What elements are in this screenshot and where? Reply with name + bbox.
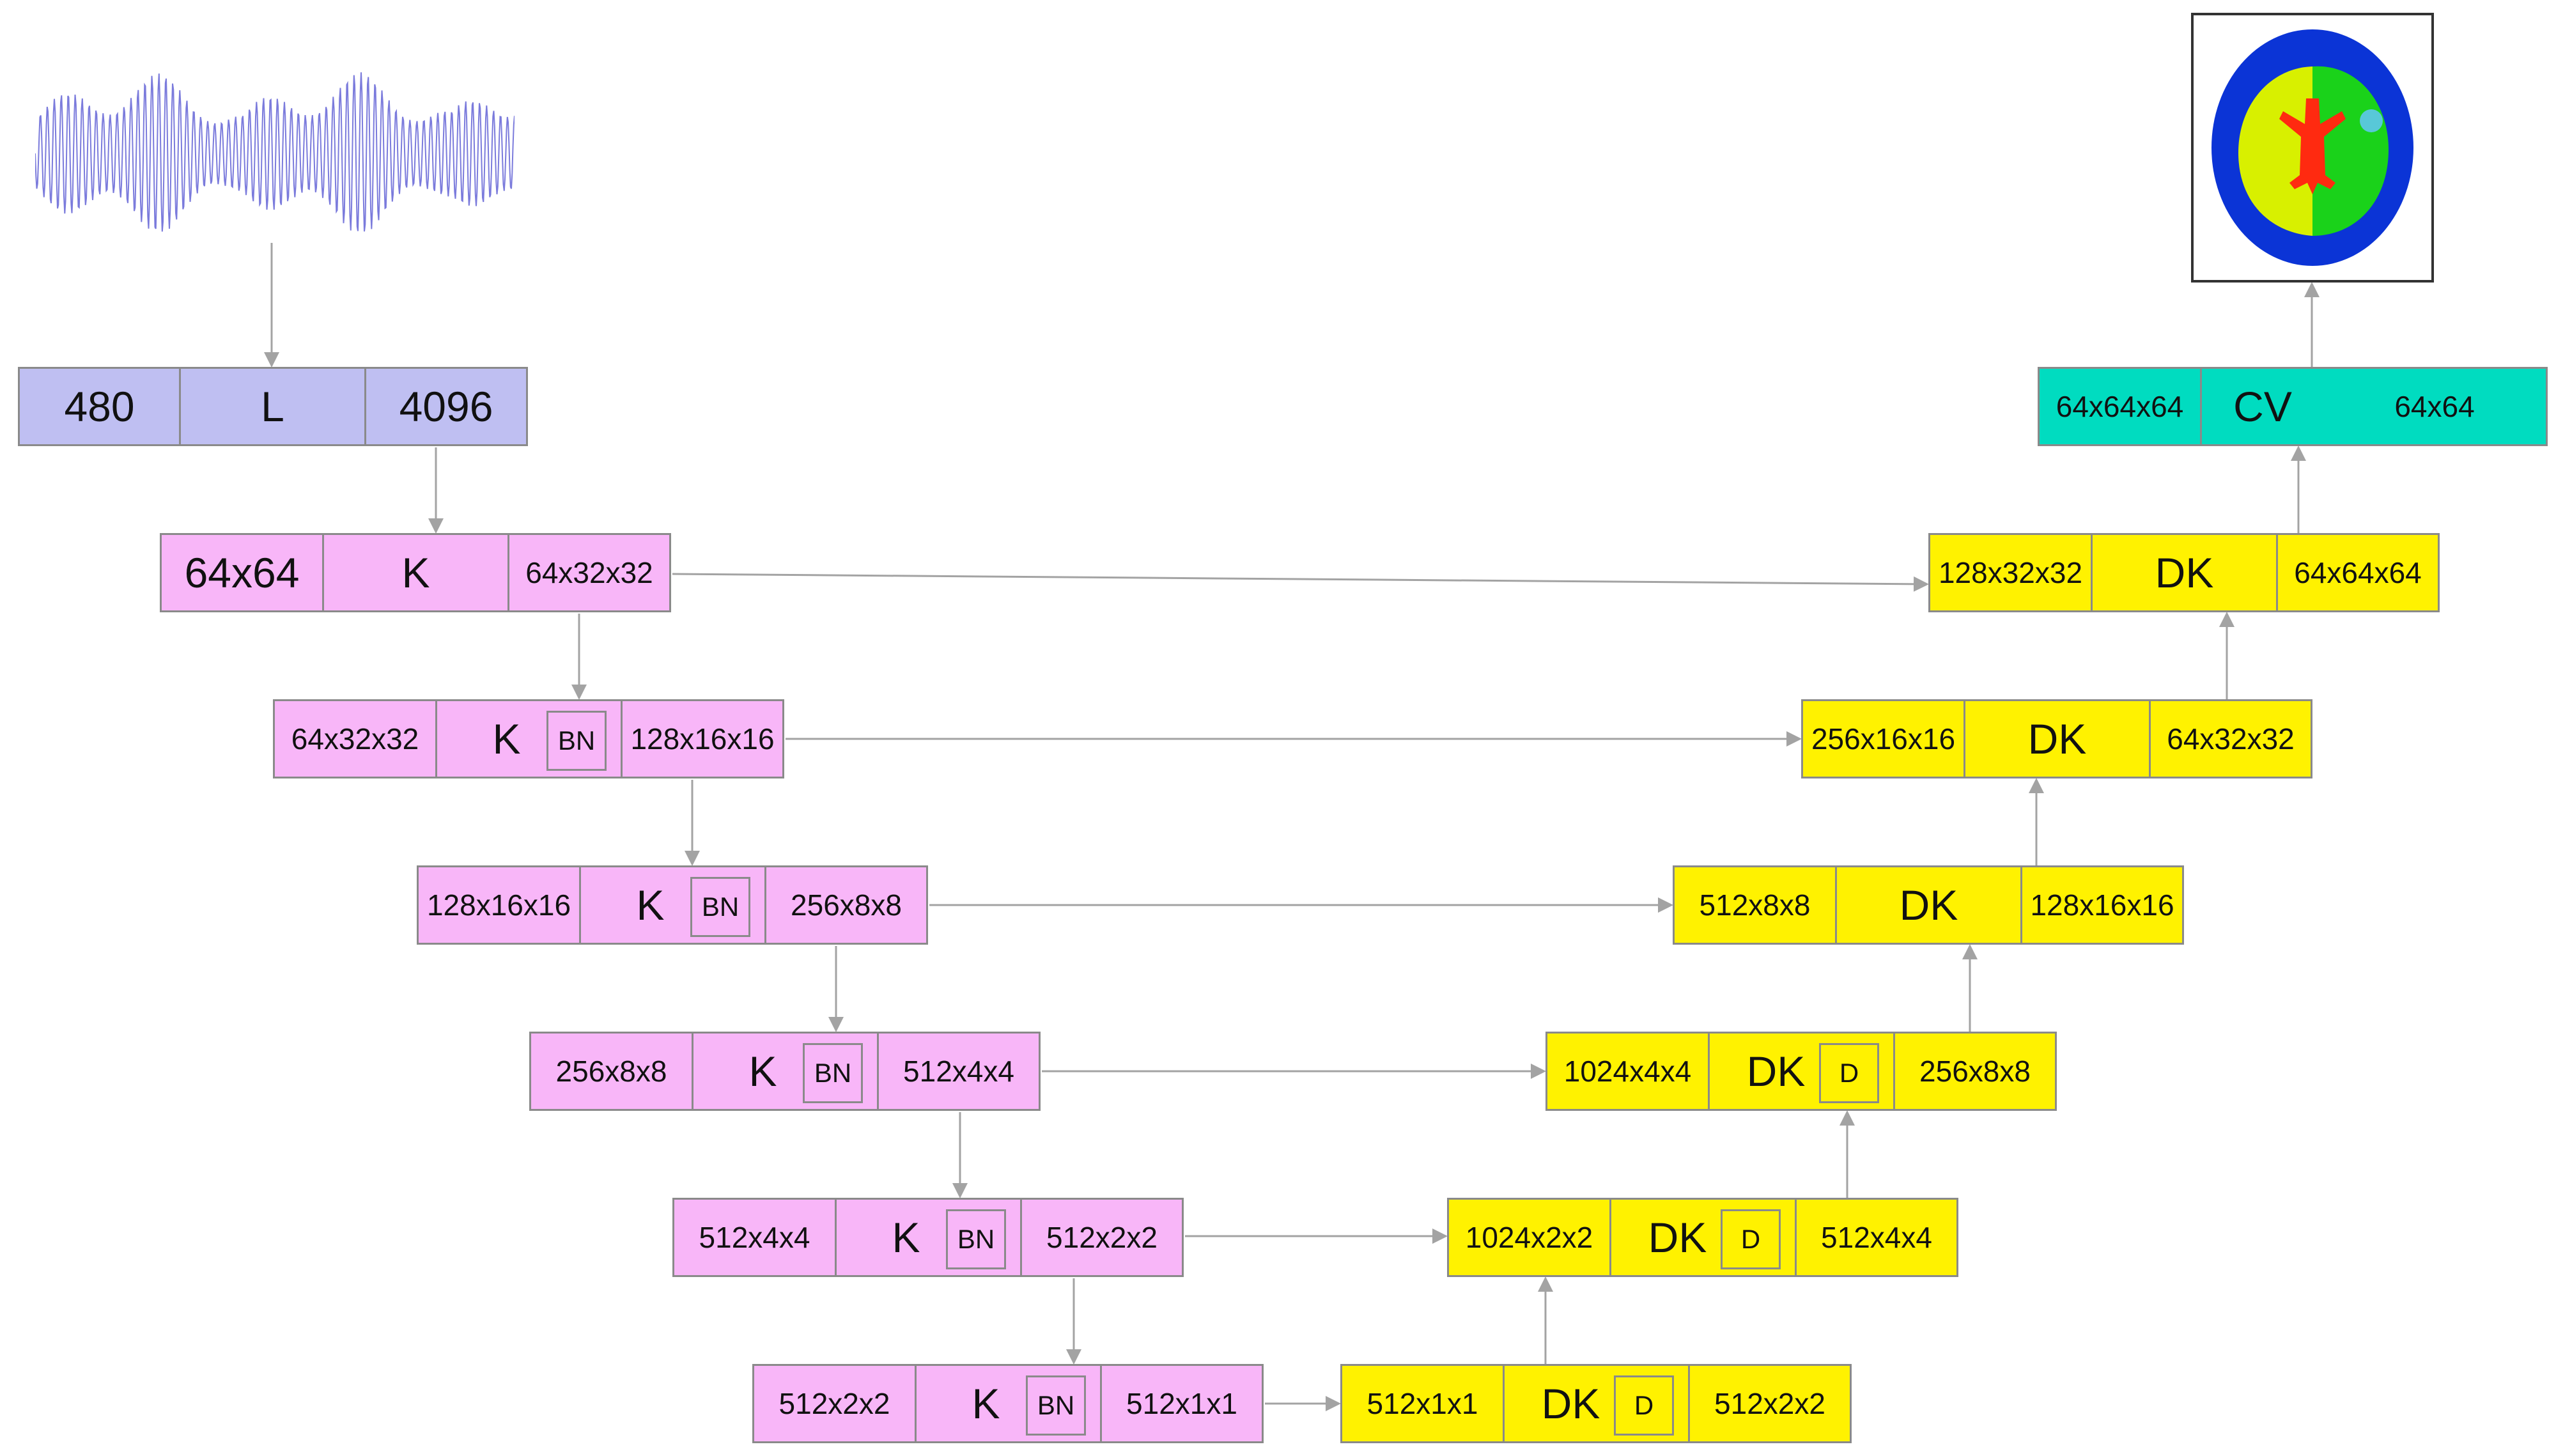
arrow-skip-enc1-dec6 [672, 573, 1929, 592]
decoder-out-label: 64x64x64 [2294, 556, 2422, 589]
input-op-label: L [181, 369, 366, 444]
dropout-tag: D [1721, 1209, 1781, 1269]
batchnorm-tag: BN [546, 711, 607, 771]
decoder-op-label: DK [1837, 867, 2022, 943]
encoder-op-label: K [324, 535, 509, 610]
output-size-label: 4096 [399, 383, 493, 430]
decoder-op-label: DK D [1710, 1034, 1895, 1109]
decoder-block-4: 512x8x8 DK 128x16x16 [1673, 865, 2184, 945]
output-in-label: 64x64x64 [2040, 369, 2202, 444]
segmentation-left-region [2238, 66, 2312, 236]
batchnorm-tag: BN [803, 1043, 863, 1103]
decoder-op-text: DK [1541, 1380, 1600, 1427]
input-block: 480 L 4096 [18, 367, 528, 446]
encoder-op-label: K BN [837, 1200, 1022, 1275]
decoder-in-label: 1024x4x4 [1547, 1034, 1710, 1109]
decoder-op-label: DK [1965, 701, 2151, 777]
decoder-out-label: 512x4x4 [1821, 1221, 1932, 1254]
decoder-in-label: 512x1x1 [1342, 1366, 1505, 1441]
dropout-tag: D [1819, 1043, 1879, 1103]
encoder-out-label: 512x4x4 [903, 1055, 1014, 1088]
encoder-op-label: K BN [437, 701, 623, 777]
segmentation-map [2211, 29, 2413, 266]
encoder-out-label: 256x8x8 [791, 888, 902, 922]
encoder-op-text: K [748, 1048, 777, 1095]
encoder-in-label: 256x8x8 [531, 1034, 693, 1109]
encoder-op-text: K [492, 715, 521, 763]
input-waveform [35, 72, 515, 232]
segmentation-right-region [2312, 66, 2389, 236]
decoder-block-6: 128x32x32 DK 64x64x64 [1928, 533, 2440, 612]
encoder-in-label: 64x64 [162, 535, 324, 610]
encoder-op-label: K BN [693, 1034, 879, 1109]
encoder-op-text: K [636, 881, 665, 929]
waveform-trace [35, 72, 515, 232]
decoder-op-label: DK D [1505, 1366, 1690, 1441]
encoder-out-label: 512x2x2 [1046, 1221, 1158, 1254]
batchnorm-tag: BN [946, 1209, 1006, 1269]
decoder-op-label: DK [2093, 535, 2278, 610]
segmentation-center-structure [2279, 98, 2346, 194]
encoder-in-label: 128x16x16 [419, 867, 581, 943]
decoder-in-label: 512x8x8 [1675, 867, 1837, 943]
encoder-op-label: K BN [581, 867, 766, 943]
encoder-block-4: 256x8x8 K BN 512x4x4 [529, 1032, 1041, 1111]
encoder-op-text: K [892, 1214, 920, 1261]
encoder-block-5: 512x4x4 K BN 512x2x2 [672, 1198, 1184, 1277]
encoder-block-2: 64x32x32 K BN 128x16x16 [273, 699, 784, 778]
decoder-block-3: 1024x4x4 DK D 256x8x8 [1545, 1032, 2057, 1111]
decoder-in-label: 1024x2x2 [1449, 1200, 1611, 1275]
input-size-label: 480 [20, 369, 181, 444]
encoder-in-label: 512x2x2 [754, 1366, 917, 1441]
encoder-out-label: 64x32x32 [525, 556, 653, 589]
encoder-block-6: 512x2x2 K BN 512x1x1 [752, 1364, 1264, 1443]
decoder-out-label: 64x32x32 [2167, 722, 2295, 755]
encoder-op-label: K BN [917, 1366, 1102, 1441]
decoder-block-1: 512x1x1 DK D 512x2x2 [1340, 1364, 1852, 1443]
encoder-in-label: 64x32x32 [275, 701, 437, 777]
output-op-label: CV [2233, 383, 2292, 430]
encoder-in-label: 512x4x4 [674, 1200, 837, 1275]
batchnorm-tag: BN [1026, 1375, 1086, 1436]
decoder-op-text: DK [1648, 1214, 1707, 1261]
batchnorm-tag: BN [690, 877, 750, 937]
segmentation-small-spot [2360, 109, 2383, 132]
output-size-label: 64x64 [2394, 390, 2475, 423]
encoder-block-3: 128x16x16 K BN 256x8x8 [417, 865, 928, 945]
encoder-op-text: K [972, 1380, 1000, 1427]
decoder-out-label: 256x8x8 [1919, 1055, 2031, 1088]
decoder-out-label: 512x2x2 [1714, 1387, 1825, 1420]
decoder-in-label: 256x16x16 [1803, 701, 1965, 777]
output-block: 64x64x64 CV 64x64 [2038, 367, 2548, 446]
decoder-out-label: 128x16x16 [2030, 888, 2174, 922]
segmentation-result-image [2191, 13, 2434, 283]
decoder-op-text: DK [1746, 1048, 1806, 1095]
encoder-block-1: 64x64 K 64x32x32 [160, 533, 671, 612]
encoder-out-label: 512x1x1 [1126, 1387, 1237, 1420]
decoder-in-label: 128x32x32 [1930, 535, 2093, 610]
encoder-out-label: 128x16x16 [630, 722, 775, 755]
decoder-block-5: 256x16x16 DK 64x32x32 [1801, 699, 2312, 778]
decoder-op-label: DK D [1611, 1200, 1797, 1275]
decoder-block-2: 1024x2x2 DK D 512x4x4 [1447, 1198, 1958, 1277]
dropout-tag: D [1614, 1375, 1674, 1436]
